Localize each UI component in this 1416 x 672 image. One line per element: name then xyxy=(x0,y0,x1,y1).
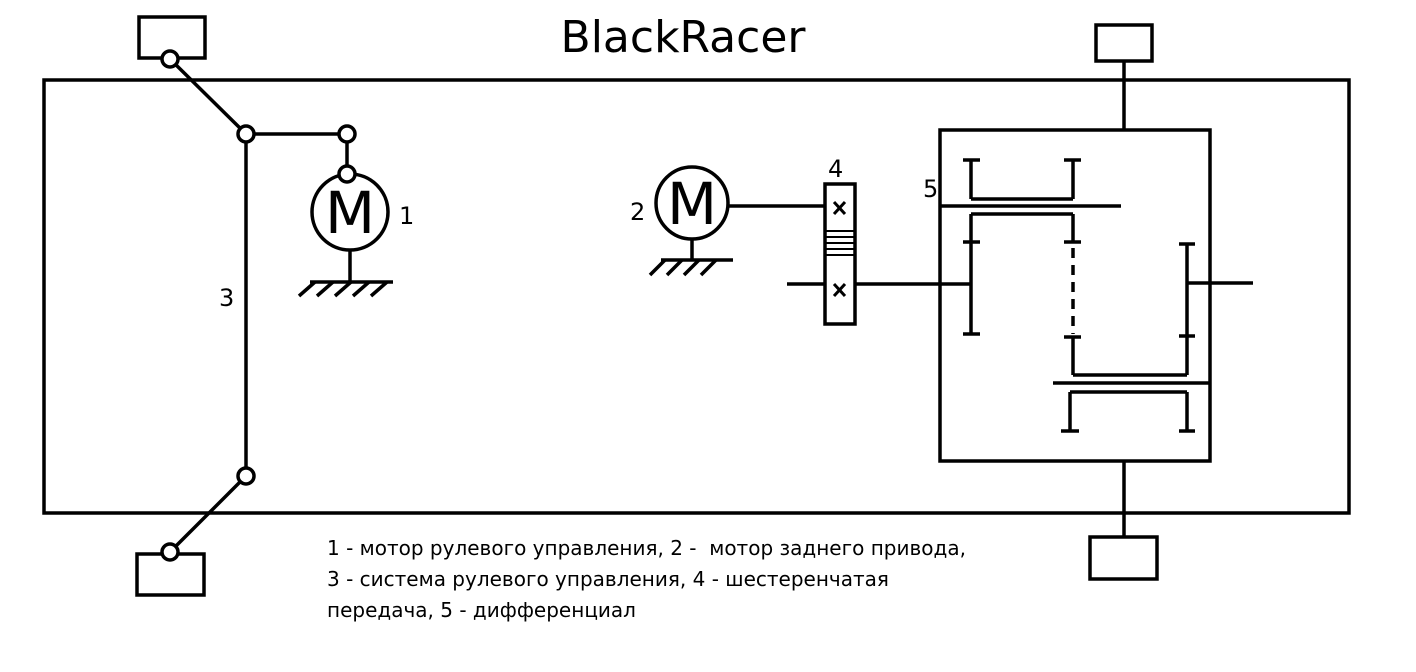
label-steering-system: 3 xyxy=(219,284,235,312)
steering-joint xyxy=(337,124,357,144)
differential-gears xyxy=(940,158,1253,433)
steering-joint xyxy=(160,542,180,562)
gear-transmission xyxy=(787,182,971,326)
chassis-frame xyxy=(42,78,1351,515)
legend-line: 3 - система рулевого управления, 4 - шес… xyxy=(327,567,889,591)
drive-motor xyxy=(648,165,825,277)
label-motor-drive: 2 xyxy=(630,198,646,226)
legend-line: передача, 5 - дифференциал xyxy=(327,598,636,622)
label-differential: 5 xyxy=(923,175,939,203)
steering-motor-symbol: M xyxy=(324,179,376,247)
rear-bottom-wheel xyxy=(1088,535,1159,581)
legend-line: 1 - мотор рулевого управления, 2 - мотор… xyxy=(327,536,966,560)
diagram-title: BlackRacer xyxy=(560,12,806,63)
legend-caption: 1 - мотор рулевого управления, 2 - мотор… xyxy=(327,533,1027,626)
label-gear-transmission: 4 xyxy=(828,155,844,183)
steering-motor xyxy=(297,164,393,298)
label-motor-steering: 1 xyxy=(399,202,415,230)
steering-joint xyxy=(236,466,256,486)
drive-motor-symbol: M xyxy=(666,170,718,238)
steering-linkage xyxy=(160,49,357,562)
differential-housing xyxy=(938,128,1212,463)
steering-joint xyxy=(160,49,180,69)
steering-joint xyxy=(236,124,256,144)
